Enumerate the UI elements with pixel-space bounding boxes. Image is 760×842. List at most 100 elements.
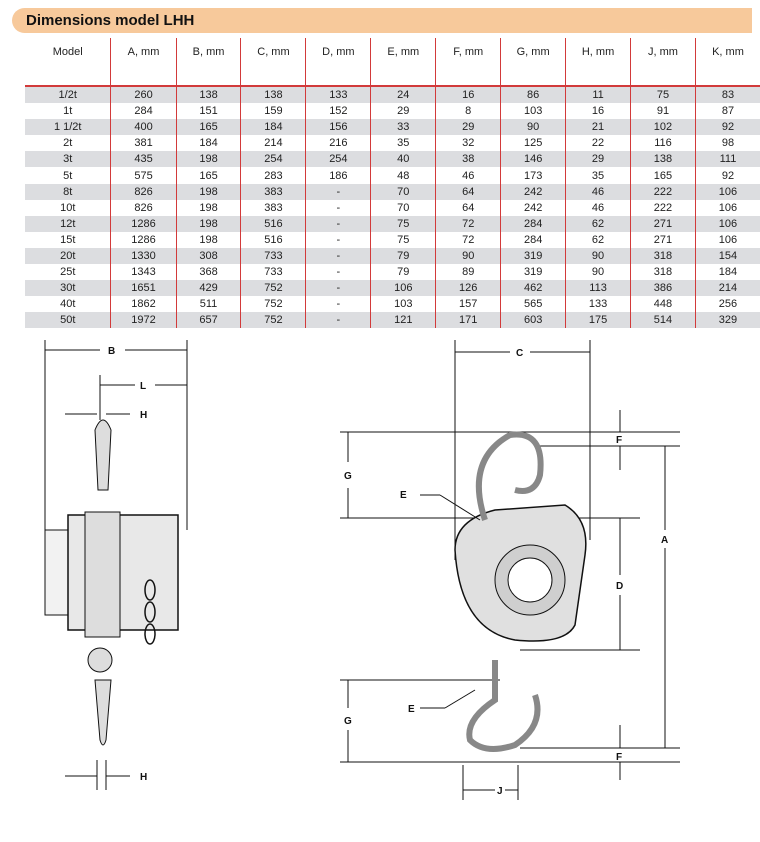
table-cell: 30t (25, 280, 111, 297)
table-cell: 33 (370, 119, 436, 136)
table-cell: 448 (630, 296, 696, 313)
table-cell: 46 (435, 167, 501, 184)
table-cell: 32 (435, 135, 501, 152)
side-view-drawing (44, 340, 188, 790)
table-cell: 826 (110, 199, 177, 216)
table-cell: 133 (305, 86, 371, 104)
table-cell: 64 (435, 199, 501, 216)
dim-label-l: L (140, 381, 146, 392)
column-header: H, mm (565, 38, 631, 87)
table-cell: 75 (370, 215, 436, 232)
table-cell: 516 (240, 215, 306, 232)
table-cell: 383 (240, 183, 306, 200)
column-header: C, mm (240, 38, 306, 87)
table-cell: 386 (630, 280, 696, 297)
table-cell: 106 (694, 183, 760, 200)
title-banner: Dimensions model LHH (12, 8, 752, 33)
column-header: B, mm (175, 38, 241, 87)
table-cell: 381 (110, 135, 177, 152)
table-cell: 5t (63, 169, 73, 182)
table-cell: 198 (175, 199, 241, 216)
table-cell: 184 (694, 264, 760, 281)
table-cell: 1651 (110, 280, 177, 297)
table-cell: 165 (630, 167, 696, 184)
table-cell: 113 (565, 280, 631, 297)
table-cell: 48 (370, 167, 436, 184)
table-cell: 214 (240, 135, 306, 152)
table-cell: 429 (175, 280, 241, 297)
table-cell: 16 (565, 103, 631, 120)
table-cell: 79 (370, 247, 436, 265)
table-cell: 165 (175, 119, 241, 136)
column-header: K, mm (694, 38, 760, 87)
table-cell: 2t (63, 137, 73, 150)
table-cell: 106 (370, 280, 436, 297)
table-cell: 90 (500, 119, 566, 136)
table-cell: 8t (25, 183, 111, 200)
table-cell: 116 (630, 135, 696, 152)
table-cell: 1/2t (25, 86, 111, 104)
table-cell: 256 (694, 296, 760, 313)
table-cell: 1862 (110, 296, 177, 313)
table-cell: 198 (175, 183, 241, 200)
table-cell: 24 (370, 86, 436, 104)
table-cell: 35 (565, 167, 631, 184)
table-cell: 383 (240, 199, 306, 216)
column-header: D, mm (305, 38, 371, 87)
table-cell: 175 (565, 312, 631, 329)
table-cell: 72 (435, 231, 501, 248)
table-cell: 1t (63, 105, 73, 118)
table-cell: 260 (110, 86, 177, 104)
table-cell: 86 (500, 86, 566, 104)
table-cell: - (305, 280, 371, 297)
table-cell: 38 (435, 151, 501, 168)
column-header: E, mm (370, 38, 436, 87)
table-cell: 308 (175, 247, 241, 265)
table-cell: 254 (305, 151, 371, 168)
table-cell: 11 (565, 86, 631, 104)
table-cell: - (305, 264, 371, 281)
table-cell: 284 (500, 231, 566, 248)
table-cell: 40 (370, 151, 436, 168)
table-cell: 319 (500, 264, 566, 281)
table-cell: 186 (305, 167, 371, 184)
table-cell: 198 (175, 231, 241, 248)
table-cell: 22 (565, 135, 631, 152)
table-cell: 75 (370, 231, 436, 248)
table-cell: 103 (370, 296, 436, 313)
table-cell: 10t (60, 201, 76, 214)
table-cell: 133 (565, 296, 631, 313)
table-cell: 318 (630, 264, 696, 281)
table-cell: 12t (25, 215, 111, 232)
dim-label-f-top: F (616, 435, 622, 446)
table-cell: 83 (694, 86, 760, 104)
table-cell: 70 (370, 183, 436, 200)
table-cell: 565 (500, 296, 566, 313)
table-cell: 283 (240, 167, 306, 184)
table-cell: 29 (435, 119, 501, 136)
table-cell: 514 (630, 312, 696, 329)
table-cell: 157 (435, 296, 501, 313)
dim-label-e-bottom: E (408, 704, 415, 715)
table-cell: 222 (630, 199, 696, 216)
table-cell: 368 (175, 264, 241, 281)
table-cell: 1972 (110, 312, 177, 329)
table-cell: 62 (565, 231, 631, 248)
table-cell: 102 (630, 119, 696, 136)
column-header: F, mm (435, 38, 501, 87)
table-cell: 70 (370, 199, 436, 216)
column-header: J, mm (630, 38, 696, 87)
dim-label-j: J (497, 786, 503, 797)
table-cell: 462 (500, 280, 566, 297)
page-title: Dimensions model LHH (26, 12, 195, 29)
dim-label-g-bottom: G (344, 716, 352, 727)
